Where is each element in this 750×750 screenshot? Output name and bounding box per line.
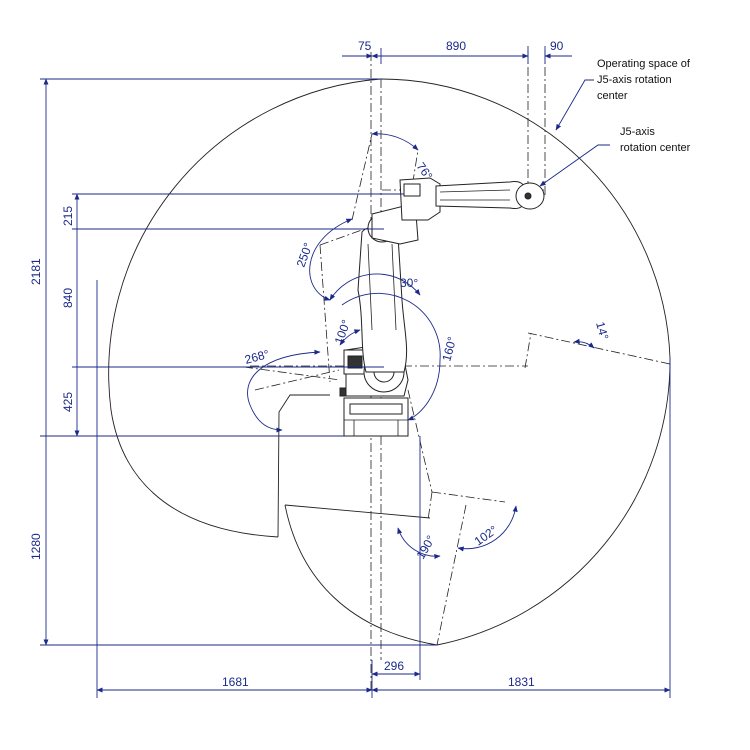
angle-label-14: 14° [593,320,611,341]
dimension-lines [40,46,671,698]
callout-j5-center-line2: rotation center [620,142,691,154]
dim-2181: 2181 [29,258,43,285]
angle-arc-102 [457,505,518,552]
dim-75: 75 [358,39,372,53]
phantom-lines [243,50,671,690]
dimension-labels: 75 890 90 2181 215 840 425 1280 1681 183… [29,39,564,689]
angle-arc-30 [329,273,421,301]
dim-1831: 1831 [508,675,535,689]
operating-envelope [108,78,671,646]
dim-296: 296 [384,659,404,673]
angle-label-160: 160° [439,335,459,363]
callout-leaders [539,79,610,187]
angle-arc-250 [309,218,353,301]
angle-arc-160 [341,292,441,421]
lower-arm [357,226,408,373]
angle-label-268: 268° [243,347,271,367]
forearm [435,181,527,209]
dim-90: 90 [550,39,564,53]
dim-425: 425 [61,392,75,412]
angle-label-190: 190° [413,533,438,562]
dim-1681: 1681 [222,675,249,689]
callout-operating-space-line2: J5-axis rotation [597,74,672,86]
angle-arc-100 [339,329,361,346]
angle-arc-14 [573,338,595,349]
angle-arc-268 [247,349,321,433]
angle-label-100: 100° [332,318,354,346]
dim-1280: 1280 [29,533,43,560]
callout-operating-space: Operating space of J5-axis rotation cent… [597,58,691,102]
callout-j5-center-line1: J5-axis [620,126,655,138]
callout-j5-center: J5-axis rotation center [620,126,691,154]
callout-operating-space-line1: Operating space of [597,58,691,70]
angle-arc-76 [371,131,419,151]
dim-215: 215 [61,206,75,226]
angle-label-250: 250° [294,241,316,269]
dim-890: 890 [446,39,466,53]
dim-840: 840 [61,288,75,308]
angle-arc-190 [397,527,441,560]
angle-label-30: 30° [400,276,418,290]
callout-operating-space-line3: center [597,90,628,102]
angle-arcs [247,131,595,560]
